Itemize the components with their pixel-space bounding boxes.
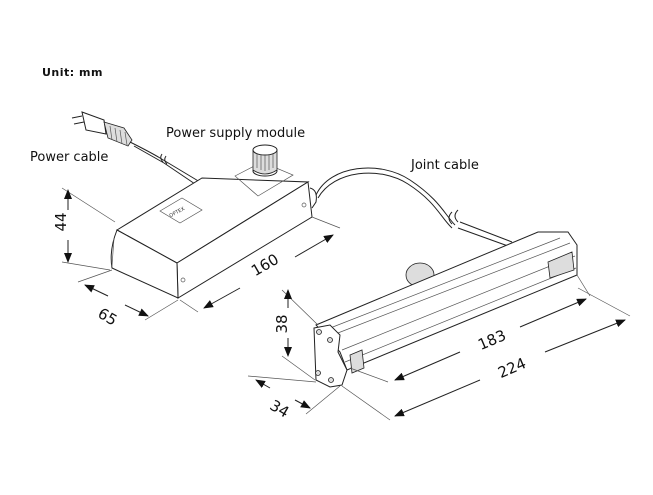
- power-supply-box: OPTEX: [110, 161, 317, 299]
- svg-text:224: 224: [495, 354, 528, 382]
- svg-text:65: 65: [95, 304, 121, 329]
- svg-text:160: 160: [248, 250, 282, 280]
- svg-text:44: 44: [52, 212, 70, 231]
- dimension-38: 38: [273, 289, 319, 381]
- speed-knob-icon: [252, 144, 278, 177]
- unit-label: Unit: mm: [42, 66, 103, 79]
- svg-text:183: 183: [475, 326, 508, 354]
- svg-text:38: 38: [273, 314, 291, 333]
- joint-cable-label: Joint cable: [410, 158, 479, 173]
- dimension-44: 44: [52, 187, 116, 271]
- actuator: [313, 231, 578, 388]
- svg-text:34: 34: [267, 396, 293, 421]
- joint-cable: [315, 167, 456, 226]
- power-supply-module-label: Power supply module: [166, 126, 305, 141]
- power-cable-label: Power cable: [30, 150, 108, 165]
- power-plug: [71, 111, 201, 187]
